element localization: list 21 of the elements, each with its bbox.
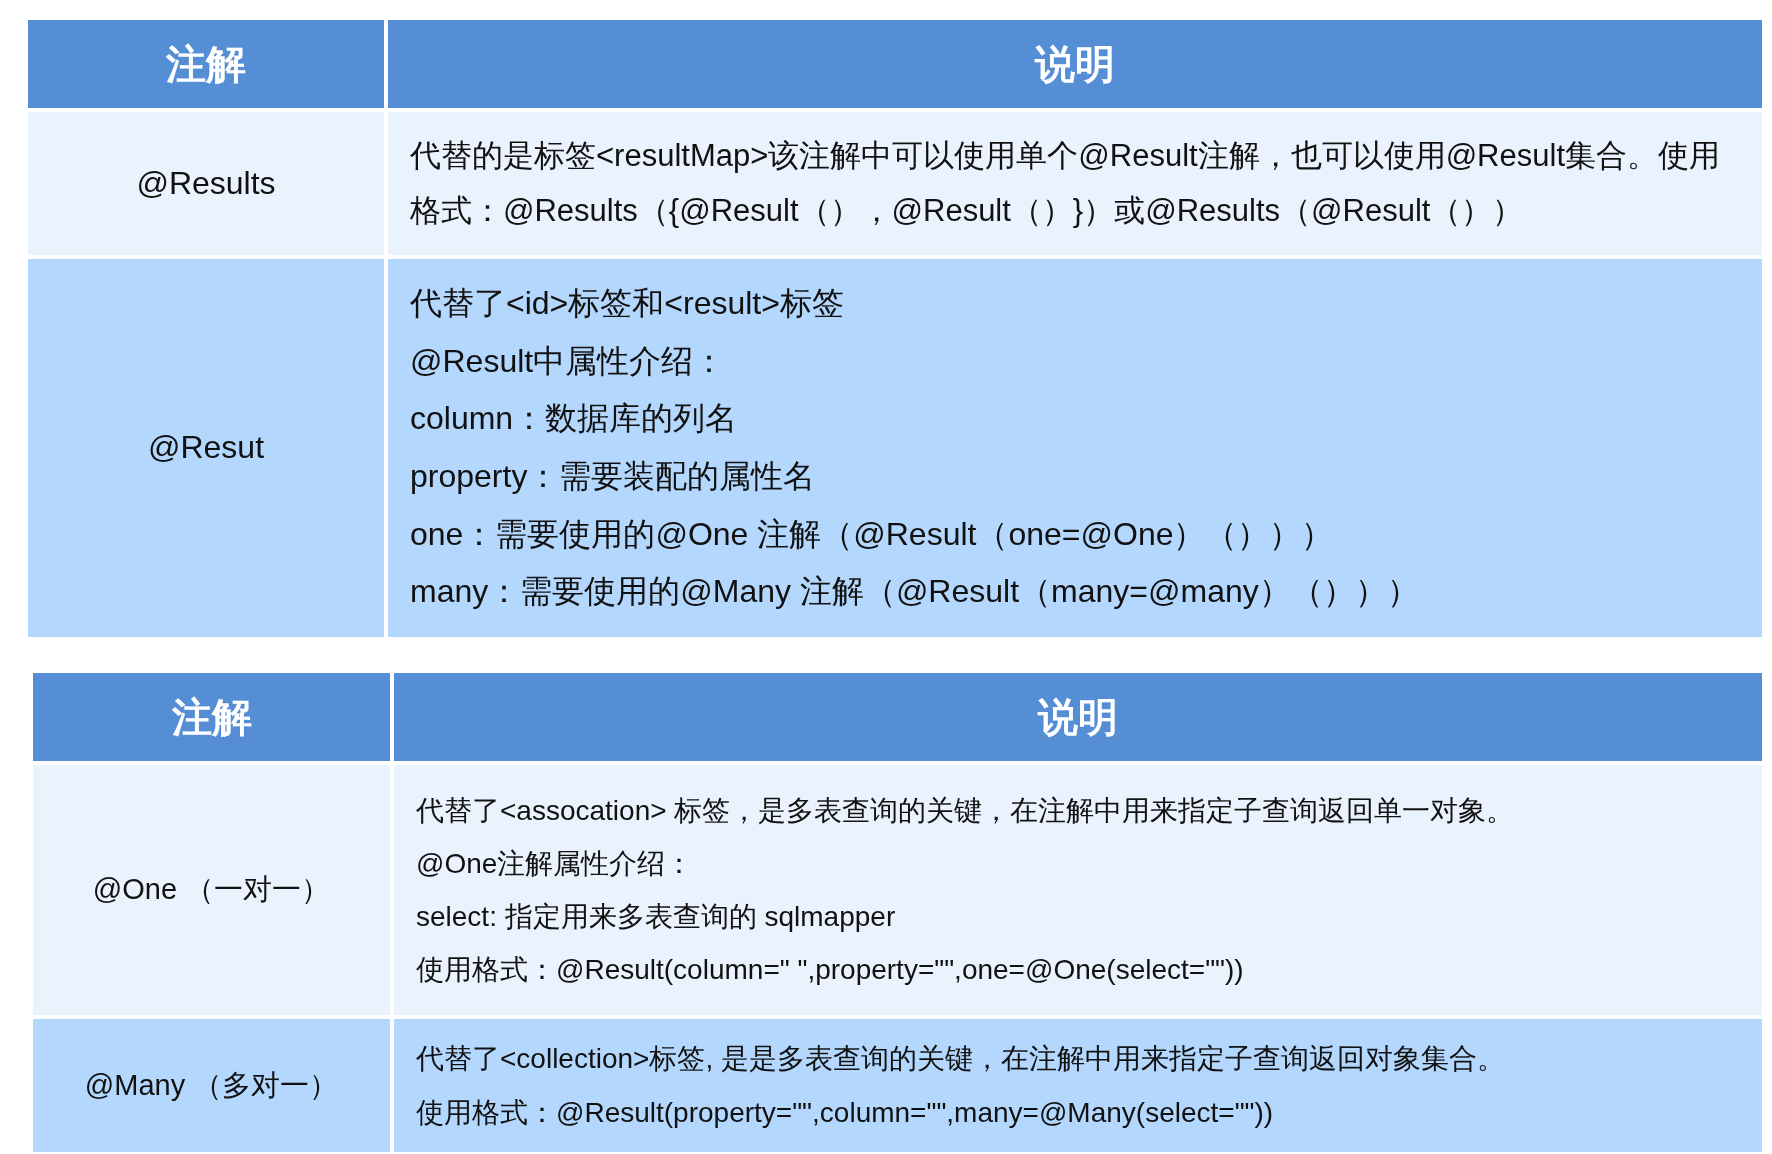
- description-text: 代替了<collection>标签, 是是多表查询的关键，在注解中用来指定子查询返回对象集合。: [416, 1042, 1506, 1077]
- description-text: column：数据库的列名: [410, 399, 739, 439]
- annotation-name: @One （一对一）: [91, 872, 332, 908]
- description-text: select: 指定用来多表查询的 sqlmapper: [416, 900, 897, 934]
- annotation-name: @Results: [135, 163, 277, 203]
- column-heading: 注解: [170, 694, 253, 741]
- annotation-name: @Resut: [146, 428, 266, 468]
- description-text: 代替的是标签<resultMap>该注解中可以使用单个@Result注解，也可以使用@Result集合。使用格式：@Results（{@Result（），@Result（）}）或@Results（@Result（））: [410, 137, 1721, 230]
- column-heading: 说明: [1036, 694, 1119, 741]
- description-text: 使用格式：@Result(column=" ",property="",one=@One(select="")): [416, 953, 1245, 988]
- description-text: @Result中属性介绍：: [410, 341, 727, 381]
- description-text: many：需要使用的@Many 注解（@Result（many=@many）（）））: [410, 572, 1420, 612]
- description-text: 使用格式：@Result(property="",column="",many=@Many(select="")): [416, 1095, 1275, 1130]
- annotation-name: @Many （多对一）: [83, 1067, 340, 1103]
- description-text: property：需要装配的属性名: [410, 457, 817, 496]
- description-text: 代替了<id>标签和<result>标签: [410, 284, 845, 324]
- description-text: 代替了<assocation> 标签，是多表查询的关键，在注解中用来指定子查询返回单一对象。: [416, 793, 1516, 828]
- description-text: one：需要使用的@One 注解（@Result（one=@One）（）））: [410, 514, 1335, 554]
- column-heading: 说明: [1033, 41, 1116, 88]
- column-heading: 注解: [165, 41, 247, 88]
- description-text: @One注解属性介绍：: [416, 846, 695, 881]
